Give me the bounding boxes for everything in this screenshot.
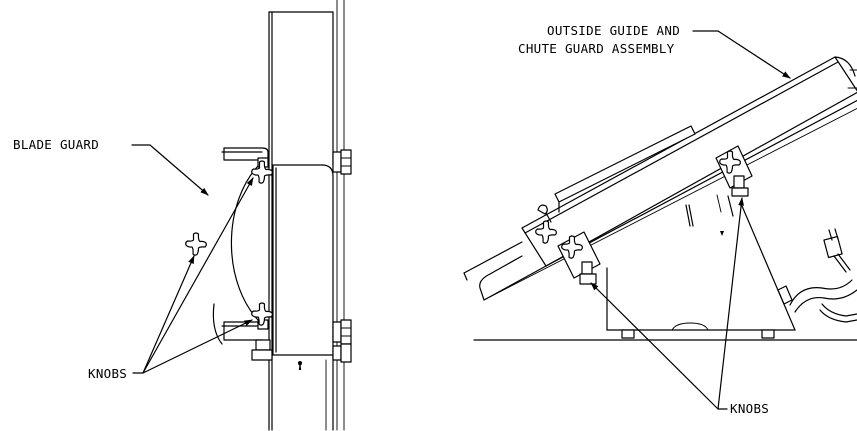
blade-guard-leader <box>131 144 209 196</box>
blade-guard-shape <box>230 165 259 321</box>
knobs-leaders-left <box>132 177 254 374</box>
knob-middle-icon <box>185 232 207 256</box>
blade-guard-label: BLADE GUARD <box>13 137 99 152</box>
clamp-right <box>715 145 753 197</box>
knobs-leaders-right <box>590 197 745 410</box>
guide-assembly-label-line1: OUTSIDE GUIDE AND <box>547 23 680 38</box>
guard-housing <box>272 164 334 370</box>
guide-assembly-label-line2: CHUTE GUARD ASSEMBLY <box>518 41 675 56</box>
left-view: BLADE GUARD KNOBS <box>13 0 352 431</box>
power-cord <box>789 228 857 323</box>
chute-top <box>554 125 696 213</box>
guide-assembly-leader <box>692 30 791 79</box>
right-view: OUTSIDE GUIDE AND CHUTE GUARD ASSEMBLY K… <box>463 23 857 416</box>
knobs-label-left: KNOBS <box>88 366 127 381</box>
knobs-label-right: KNOBS <box>730 401 769 416</box>
stand <box>606 205 796 339</box>
right-nuts <box>332 149 352 363</box>
guide-assembly <box>479 56 857 301</box>
